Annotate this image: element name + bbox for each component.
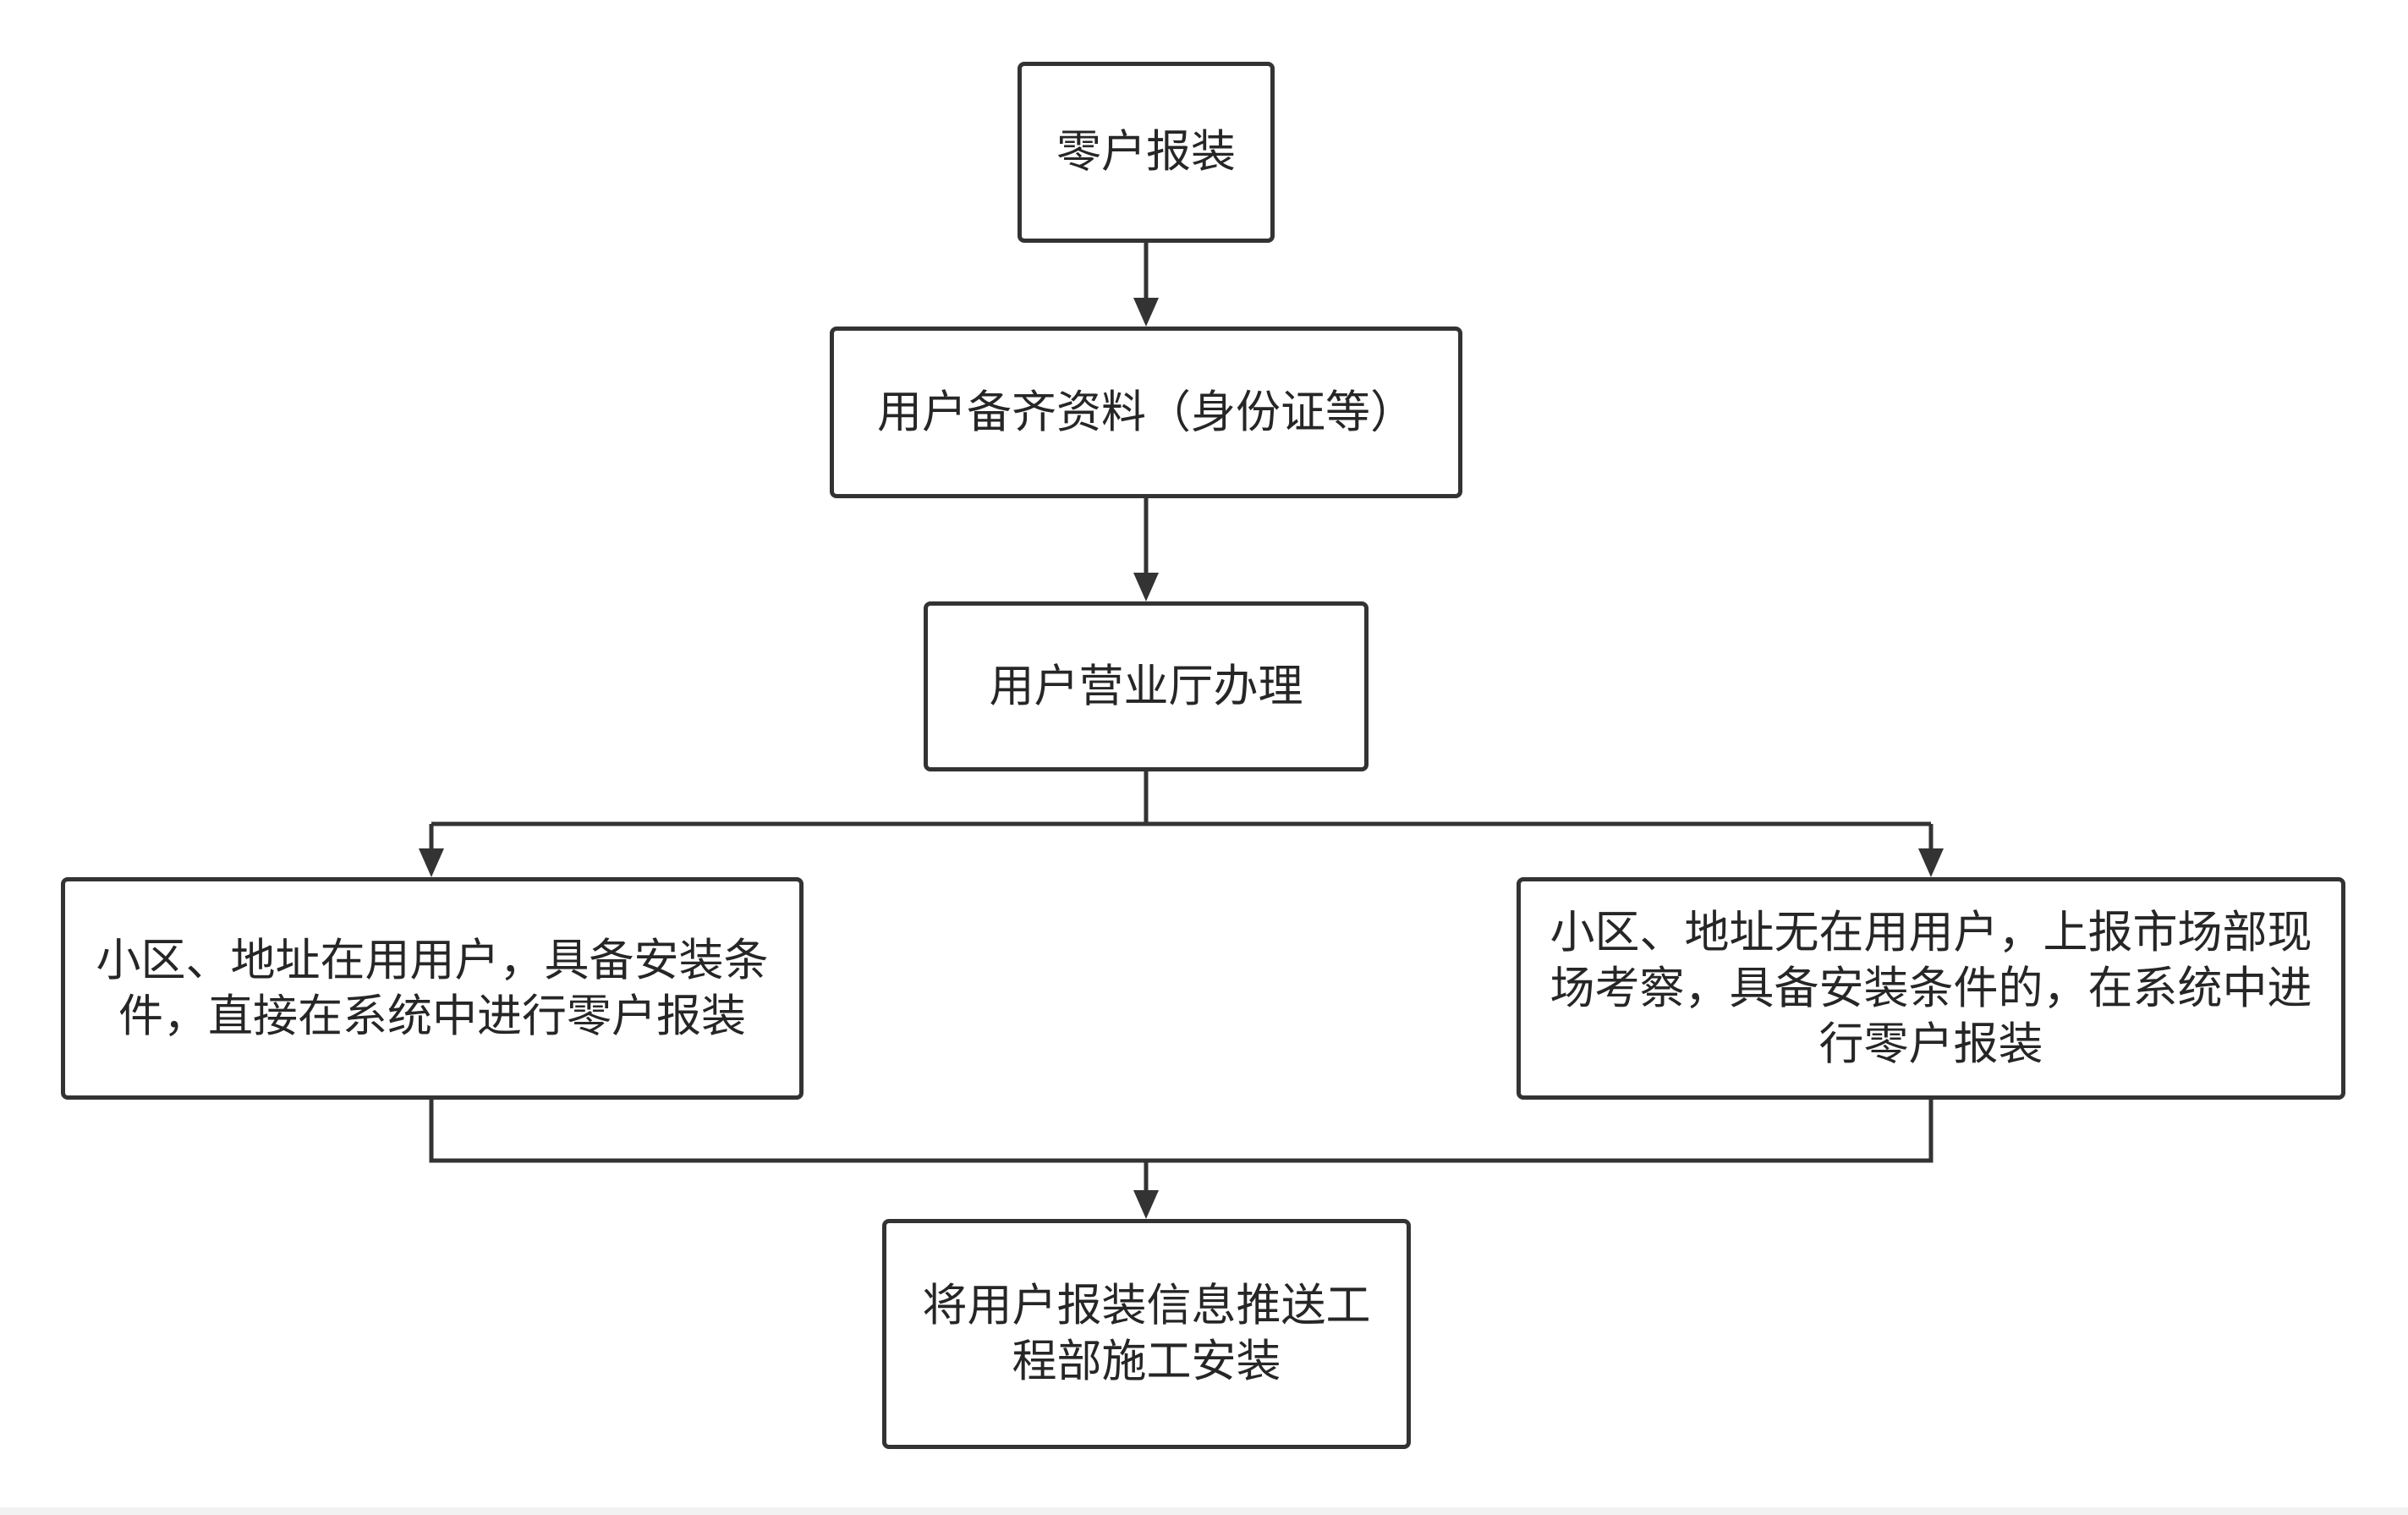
node-push-to-engineering-label: 将用户报装信息推送工程部施工安装 (922, 1280, 1371, 1387)
node-push-to-engineering: 将用户报装信息推送工程部施工安装 (882, 1219, 1411, 1449)
node-no-users-branch: 小区、地址无在用用户，上报市场部现场考察，具备安装条件的，在系统中进行零户报装 (1517, 877, 2345, 1100)
node-existing-users-branch-label: 小区、地址在用用户，具备安装条件，直接在系统中进行零户报装 (96, 934, 769, 1042)
arrowhead-to-left-branch (419, 848, 444, 877)
node-prepare-documents-label: 用户备齐资料（身份证等） (877, 386, 1415, 438)
node-existing-users-branch: 小区、地址在用用户，具备安装条件，直接在系统中进行零户报装 (61, 877, 804, 1100)
arrowhead-to-documents (1133, 298, 1159, 327)
merge-line (429, 1100, 1934, 1163)
arrowhead-to-right-branch (1918, 848, 1944, 877)
node-no-users-branch-label: 小区、地址无在用用户，上报市场部现场考察，具备安装条件的，在系统中进行零户报装 (1550, 906, 2312, 1070)
node-start: 零户报装 (1018, 62, 1275, 243)
node-prepare-documents: 用户备齐资料（身份证等） (830, 327, 1462, 498)
arrowhead-to-final (1133, 1190, 1159, 1219)
node-start-label: 零户报装 (1056, 126, 1236, 178)
arrowhead-to-office (1133, 573, 1159, 601)
node-office-processing-label: 用户营业厅办理 (989, 660, 1303, 712)
node-office-processing: 用户营业厅办理 (924, 601, 1369, 771)
canvas-bottom-edge (0, 1507, 2408, 1515)
